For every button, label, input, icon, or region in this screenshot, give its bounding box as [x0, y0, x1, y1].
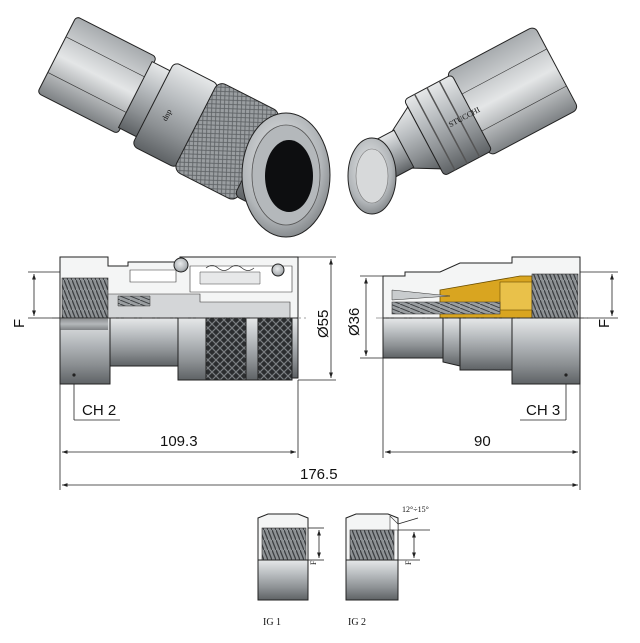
ig1-label: IG 1 — [263, 617, 281, 628]
ig2-angle-label: 12°÷15° — [402, 505, 429, 514]
coupler-knurl-ring-2 — [257, 317, 293, 381]
dim-length-coupler: 109.3 — [160, 433, 198, 450]
male-nipple-3d-view: STUCCHI — [347, 27, 578, 215]
dim-ch2: CH 2 — [82, 402, 116, 419]
coupler-lock-ball-1 — [173, 257, 189, 273]
coupler-internal-thread — [61, 277, 109, 319]
ig1-f-label: F — [309, 560, 318, 565]
dim-f-left: F — [11, 319, 28, 328]
thread-detail-ig2: F 12°÷15° IG 2 — [345, 505, 430, 628]
dim-f-right: F — [596, 319, 613, 328]
dim-length-total: 176.5 — [300, 466, 338, 483]
female-coupler-section-view — [52, 256, 306, 385]
dim-diameter-36: Ø36 — [346, 308, 363, 336]
female-coupler-3d-view: dnp — [38, 17, 331, 238]
coupler-lock-ball-2 — [271, 263, 285, 277]
nipple-internal-thread — [531, 273, 579, 319]
nipple-hex-lower — [511, 317, 581, 385]
thread-detail-ig1: F IG 1 — [257, 513, 324, 628]
dim-diameter-55: Ø55 — [315, 310, 332, 338]
dim-ch3: CH 3 — [526, 402, 560, 419]
coupler-bore — [265, 140, 313, 212]
dim-length-nipple: 90 — [474, 433, 491, 450]
male-nipple-section-view — [376, 256, 588, 385]
ig2-f-label: F — [404, 560, 413, 565]
ig2-label: IG 2 — [348, 617, 366, 628]
dimension-annotations: F Ø55 Ø36 F CH 2 CH 3 109.3 90 — [11, 256, 618, 490]
nipple-stem-lower — [382, 317, 444, 359]
coupler-knurl-ring-1 — [205, 317, 247, 381]
